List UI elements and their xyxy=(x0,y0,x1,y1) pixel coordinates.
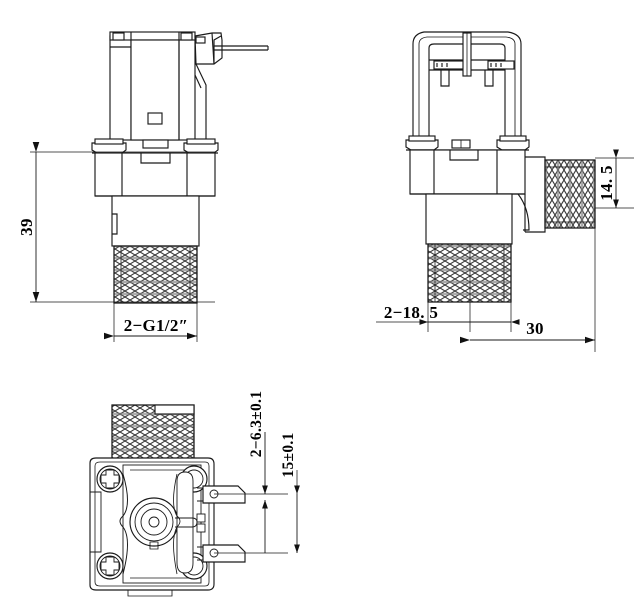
front-valve-body xyxy=(94,152,216,197)
side-view xyxy=(376,31,634,352)
side-yoke-frame xyxy=(412,31,522,139)
dimension-label-18-5: 2−18. 5 xyxy=(384,303,438,322)
bottom-port-thread xyxy=(111,404,195,462)
side-outlet-thread xyxy=(517,156,596,233)
side-armature-plate xyxy=(429,32,515,87)
bottom-center-boss xyxy=(129,497,179,550)
bottom-coil-curve xyxy=(119,473,181,575)
dimension-14-5 xyxy=(595,149,634,209)
front-terminal-bracket xyxy=(194,32,269,140)
side-valve-body xyxy=(409,149,526,195)
bottom-terminal-lower xyxy=(197,544,246,563)
dimension-39 xyxy=(30,142,215,303)
dimension-label-6-3: 2−6.3±0.1 xyxy=(248,391,265,458)
dimension-6-3 xyxy=(214,432,288,554)
dimension-30 xyxy=(460,228,596,352)
dimension-label-g12: 2−G1/2″ xyxy=(124,316,189,335)
front-view xyxy=(30,31,269,342)
front-upper-flange xyxy=(91,138,219,154)
front-inlet-thread xyxy=(113,245,198,304)
bottom-screw-bottom-left xyxy=(96,552,124,580)
bottom-view xyxy=(89,404,300,597)
side-neck xyxy=(425,193,513,245)
dimension-18-5 xyxy=(376,244,520,332)
bottom-coil-edge xyxy=(175,471,198,574)
bottom-terminal-center-rib xyxy=(196,513,206,533)
front-body-label-box xyxy=(147,112,163,125)
dimension-label-39: 39 xyxy=(17,218,36,236)
dimension-label-15: 15±0.1 xyxy=(280,432,297,477)
bottom-terminal-upper xyxy=(197,485,246,504)
side-inlet-thread xyxy=(427,243,512,303)
dimension-g12 xyxy=(104,303,198,342)
side-upper-flange xyxy=(405,135,530,151)
front-neck xyxy=(111,195,200,247)
front-coil-body xyxy=(109,31,196,141)
bottom-screw-top-left xyxy=(96,465,124,493)
dimension-label-30: 30 xyxy=(526,319,544,338)
dimension-label-14-5: 14. 5 xyxy=(597,165,616,201)
